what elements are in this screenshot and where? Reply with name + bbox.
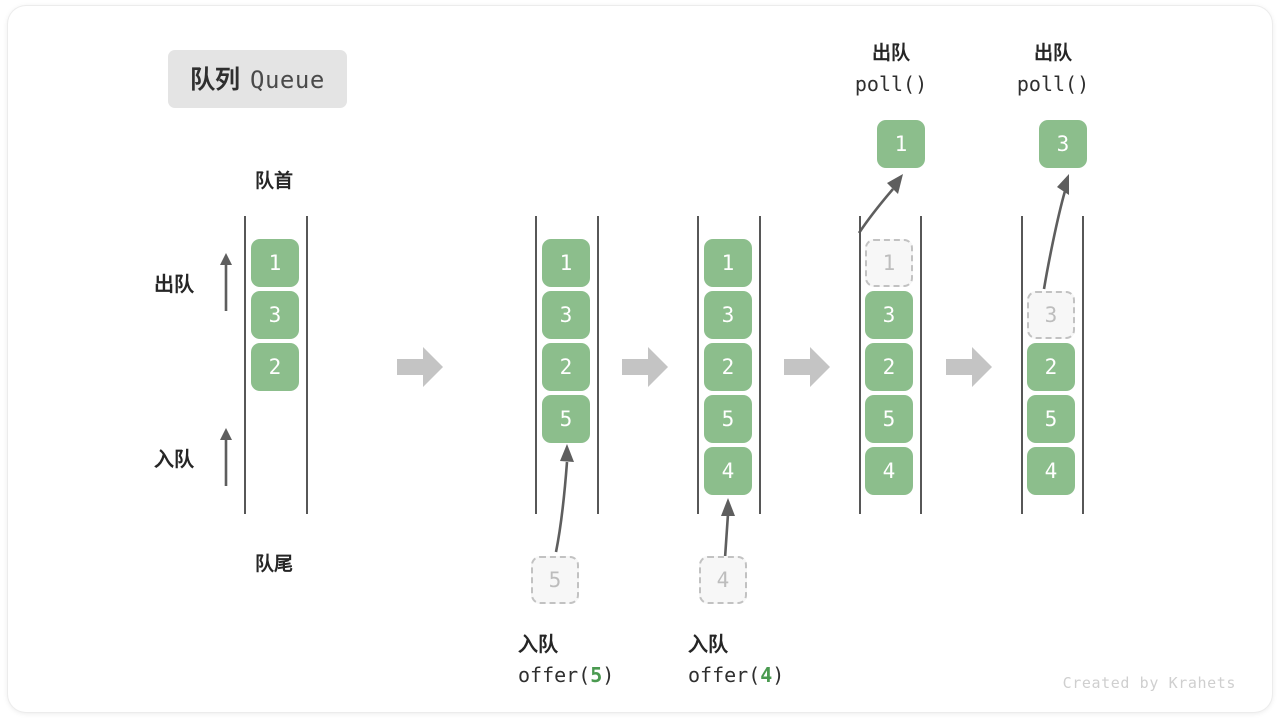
stage-3-op-code-suffix: ) [772,663,785,687]
stage-3-enqueue-motion-arrow-icon [721,498,735,559]
stage-3-box-4-value: 4 [721,459,735,483]
stage-5-outgoing-value: 3 [1056,132,1070,156]
stage-3-box-3: 5 [704,395,752,443]
stage-4-op-cn: 出队 [871,43,910,64]
stage-5-box-1: 2 [1027,343,1075,391]
stage-5-box-1-value: 2 [1044,355,1058,379]
step-arrow-icon-3 [784,347,830,387]
stage-4-rail-right [920,216,922,514]
stage-2-op-cn: 入队 [518,634,558,656]
stage-2-op-code: offer(5) [518,663,614,687]
stage-5-outgoing-box: 3 [1039,120,1087,168]
stage-2-box-1-value: 3 [559,303,573,327]
stage-3-op-cn: 入队 [688,634,728,656]
stage-2-rail-left [535,216,537,514]
stage-1-box-2: 2 [251,343,299,391]
stage-2-box-2: 2 [542,343,590,391]
dequeue-side-label: 出队 [154,274,194,296]
stage-1-rail-right [306,216,308,514]
stage-5-dequeue-motion-arrow-icon [1042,174,1069,290]
stage-1-box-0: 1 [251,239,299,287]
stage-3-box-0-value: 1 [721,251,735,275]
stage-4-box-4: 4 [865,447,913,495]
stage-2-box-0: 1 [542,239,590,287]
stage-5-box-2: 5 [1027,395,1075,443]
stage-3-box-1: 3 [704,291,752,339]
stage-5-rail-left [1021,216,1023,514]
stage-5-box-2-value: 5 [1044,407,1058,431]
stage-1-box-1: 3 [251,291,299,339]
stage-2-op-code-arg: 5 [590,663,603,687]
stage-2-op-code-prefix: offer( [518,663,591,687]
stage-1-rail-left [244,216,246,514]
stage-3-box-3-value: 5 [721,407,735,431]
title-cn: 队列 [190,66,241,94]
enqueue-up-arrow-icon [220,428,232,486]
stage-4-dequeue-motion-arrow-icon [857,174,903,234]
stage-3-box-1-value: 3 [721,303,735,327]
stage-1-box-2-value: 2 [268,355,282,379]
stage-5-box-0: 3 [1027,291,1075,339]
enqueue-side-label: 入队 [154,449,194,471]
stage-3-op-code-prefix: offer( [688,663,761,687]
stage-2-box-2-value: 2 [559,355,573,379]
stage-5-box-0-value: 3 [1044,303,1058,327]
watermark: Created by Krahets [1062,674,1236,692]
stage-2-enqueue-motion-arrow-icon [554,444,574,553]
stage-3-box-2: 2 [704,343,752,391]
stage-4-box-4-value: 4 [882,459,896,483]
head-label: 队首 [254,171,293,192]
stage-4-box-1-value: 3 [882,303,896,327]
stage-4-box-3: 5 [865,395,913,443]
step-arrow-icon-2 [622,347,668,387]
stage-1-box-0-value: 1 [268,251,282,275]
stage-5-box-3: 4 [1027,447,1075,495]
stage-4-box-0-value: 1 [882,251,896,275]
stage-3-box-4: 4 [704,447,752,495]
stage-1-box-1-value: 3 [268,303,282,327]
stage-4-outgoing-value: 1 [894,132,908,156]
diagram-canvas: 队列 Queue 队首 1 3 2 出队 入队 队尾 1 3 2 5 [8,6,1272,712]
stage-2-box-3-value: 5 [559,407,573,431]
stage-3-op-code-arg: 4 [760,663,773,687]
step-arrow-icon-4 [946,347,992,387]
stage-4-box-2-value: 2 [882,355,896,379]
stage-2-box-1: 3 [542,291,590,339]
stage-2-box-0-value: 1 [559,251,573,275]
stage-4-box-0: 1 [865,239,913,287]
stage-2-box-3: 5 [542,395,590,443]
stage-4-rail-left [859,216,861,514]
stage-3-incoming-value: 4 [716,568,730,592]
stage-2-incoming-box: 5 [531,556,579,604]
dequeue-up-arrow-icon [220,253,232,311]
title-en: Queue [250,66,325,94]
stage-3-box-2-value: 2 [721,355,735,379]
stage-3-rail-left [697,216,699,514]
stage-3-incoming-box: 4 [699,556,747,604]
stage-5-op-code: poll() [1016,72,1090,96]
stage-3-box-0: 1 [704,239,752,287]
stage-4-outgoing-box: 1 [877,120,925,168]
stage-2-op-code-suffix: ) [602,663,615,687]
stage-5-rail-right [1082,216,1084,514]
stage-3-rail-right [759,216,761,514]
stage-3-op-code: offer(4) [688,663,784,687]
title-badge: 队列 Queue [168,50,347,108]
stage-4-box-2: 2 [865,343,913,391]
stage-5-box-3-value: 4 [1044,459,1058,483]
stage-5-op-cn: 出队 [1033,43,1072,64]
stage-2-rail-right [597,216,599,514]
tail-label: 队尾 [254,554,293,575]
stage-4-box-3-value: 5 [882,407,896,431]
stage-4-box-1: 3 [865,291,913,339]
stage-2-incoming-value: 5 [548,568,562,592]
step-arrow-icon-1 [397,347,443,387]
stage-4-op-code: poll() [854,72,928,96]
